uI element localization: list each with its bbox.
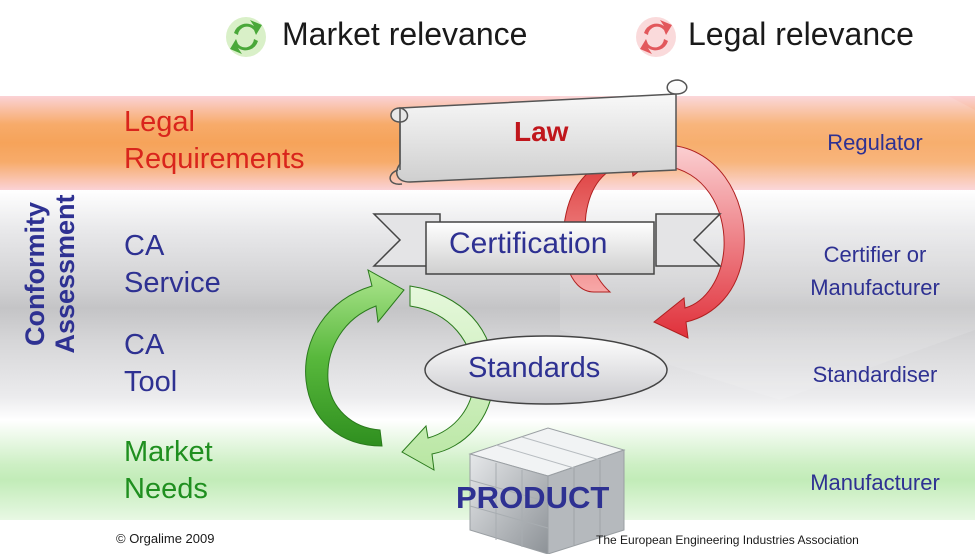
service-label-line2: Service <box>124 267 221 299</box>
law-scroll <box>389 79 688 185</box>
legal-label-line1: Legal <box>124 106 195 138</box>
certification-label: Certification <box>449 227 608 260</box>
role-service-line1: Certifier or <box>823 242 927 267</box>
legal-cycle-icon <box>636 17 676 57</box>
market-label-line1: Market <box>124 436 213 468</box>
certifier-manufacturer-label: Certifier or Manufacturer <box>780 238 970 304</box>
manufacturer-label: Manufacturer <box>810 470 940 495</box>
market-label-line2: Needs <box>124 473 208 505</box>
association-text: The European Engineering Industries Asso… <box>596 533 859 547</box>
legal-requirements-label: Legal Requirements <box>124 104 305 178</box>
regulator-label: Regulator <box>827 130 923 155</box>
service-label-line1: CA <box>124 230 165 262</box>
product-cube <box>468 427 626 554</box>
certification-ribbon <box>372 213 722 275</box>
law-label: Law <box>514 116 569 147</box>
role-service-line2: Manufacturer <box>810 275 940 300</box>
tool-label-line2: Tool <box>124 366 178 398</box>
ca-tool-label: CA Tool <box>124 327 177 401</box>
side-title-line2: Assessment <box>50 194 80 354</box>
ca-service-label: CA Service <box>124 228 221 302</box>
tool-label-line1: CA <box>124 329 165 361</box>
product-label: PRODUCT <box>456 480 610 515</box>
market-needs-label: Market Needs <box>124 434 213 508</box>
standardiser-label: Standardiser <box>812 362 938 387</box>
market-cycle-icon <box>226 17 266 57</box>
legal-label-line2: Requirements <box>124 143 305 175</box>
copyright-text: © Orgalime 2009 <box>116 531 215 546</box>
conformity-assessment-title: Conformity Assessment <box>20 174 80 374</box>
standards-label: Standards <box>468 352 601 384</box>
red-arrow-right <box>653 144 745 339</box>
market-relevance-label: Market relevance <box>282 16 528 52</box>
standards-ellipse <box>424 335 668 405</box>
legal-relevance-label: Legal relevance <box>688 16 914 52</box>
side-title-line1: Conformity <box>20 202 50 346</box>
green-arrow-left <box>305 269 405 447</box>
